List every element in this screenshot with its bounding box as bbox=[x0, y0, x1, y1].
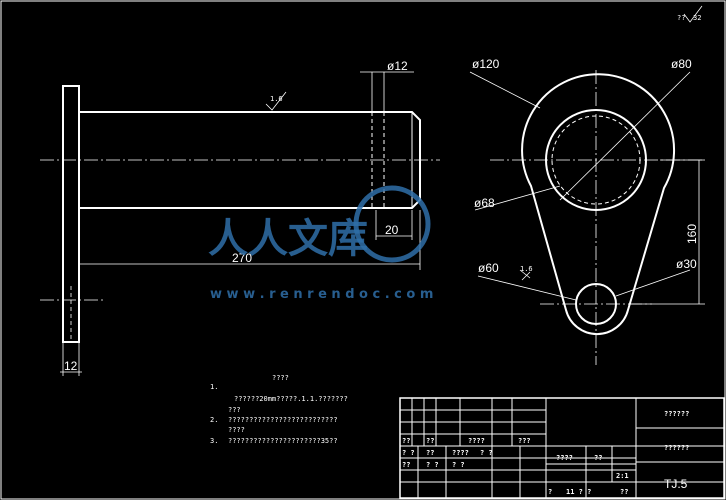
title-block-frame bbox=[399, 397, 725, 499]
tb-row-4: ? ? bbox=[480, 449, 493, 457]
dim-hole-dia: ø80 bbox=[671, 57, 692, 71]
watermark-logo-ring bbox=[353, 185, 431, 263]
note-2-num: 2. bbox=[210, 416, 218, 424]
tb-scale-num: 2:1 bbox=[616, 472, 629, 480]
note-1-cont: ??? bbox=[228, 406, 241, 414]
tb-col-3: ???? bbox=[468, 437, 485, 445]
tb-bottom-2: 11 ? ? bbox=[566, 488, 591, 496]
note-2-cont: ???? bbox=[228, 426, 245, 434]
tb-col-4: ??? bbox=[518, 437, 531, 445]
dim-small-dia: ø60 bbox=[478, 261, 499, 275]
watermark-url: w w w . r e n r e n d o c . c o m bbox=[210, 287, 433, 302]
dim-keyway-len: 20 bbox=[385, 223, 399, 237]
roughness-symbol-top bbox=[683, 5, 703, 23]
title-block bbox=[399, 397, 725, 499]
tb-bottom-3: ?? bbox=[620, 488, 628, 496]
tb-row-2: ?? bbox=[426, 449, 434, 457]
tb-scale-label: ???? bbox=[556, 454, 573, 462]
roughness-symbol bbox=[265, 91, 287, 111]
leader-hole-dia bbox=[559, 71, 691, 201]
watermark: 人人文库 w w w . r e n r e n d o c . c o m bbox=[208, 185, 433, 302]
leader-small-hole bbox=[615, 269, 691, 297]
dim-shaft-dia: ø12 bbox=[387, 59, 408, 73]
tb-row-6: ? ? bbox=[426, 461, 439, 469]
roughness-tick bbox=[519, 269, 531, 279]
tb-bottom-1: ? bbox=[548, 488, 552, 496]
roughness-tick bbox=[521, 271, 531, 281]
note-3-num: 3. bbox=[210, 437, 218, 445]
tb-part-name: ?????? bbox=[664, 410, 689, 418]
dim-center-dist: 160 bbox=[685, 224, 699, 244]
roughness-mark-top: ?? bbox=[677, 14, 685, 22]
leader-boss-dia bbox=[469, 71, 541, 109]
leader-pitch-dia bbox=[474, 185, 561, 211]
note-1-num: 1. bbox=[210, 383, 218, 391]
dim-flange-thk: 12 bbox=[64, 359, 78, 373]
tb-row-5: ?? bbox=[402, 461, 410, 469]
lever-outline bbox=[521, 73, 675, 336]
dim-pitch-dia: ø68 bbox=[474, 196, 495, 210]
roughness-value-arm: 1.6 bbox=[520, 265, 533, 273]
tb-school: ?????? bbox=[664, 444, 689, 452]
watermark-text: 人人文库 bbox=[208, 216, 368, 262]
note-1-text: ??????20mm?????.1.1.??????? bbox=[234, 395, 348, 403]
technical-notes: ???? 1. ??????20mm?????.1.1.??????? ??? … bbox=[210, 374, 348, 445]
roughness-value-top: 32 bbox=[693, 14, 701, 22]
leader-small-dia bbox=[477, 275, 577, 301]
tb-scale-val: ?? bbox=[594, 454, 602, 462]
tb-row-3: ???? bbox=[452, 449, 469, 457]
note-2-text: ?????????????????????????? bbox=[228, 416, 338, 424]
tb-drawing-no: TJ.5 bbox=[664, 477, 688, 491]
tb-col-1: ?? bbox=[402, 437, 410, 445]
tb-row-7: ? ? bbox=[452, 461, 465, 469]
note-3-text: ??????????????????????35?? bbox=[228, 437, 338, 445]
dim-boss-dia: ø120 bbox=[472, 57, 500, 71]
tb-col-2: ?? bbox=[426, 437, 434, 445]
notes-title: ???? bbox=[272, 374, 289, 382]
tb-row-1: ? ? bbox=[402, 449, 415, 457]
dim-small-hole: ø30 bbox=[676, 257, 697, 271]
roughness-value-shaft: 1.6 bbox=[270, 95, 283, 103]
lever-view bbox=[469, 5, 705, 365]
dim-shaft-len: 270 bbox=[232, 251, 252, 265]
